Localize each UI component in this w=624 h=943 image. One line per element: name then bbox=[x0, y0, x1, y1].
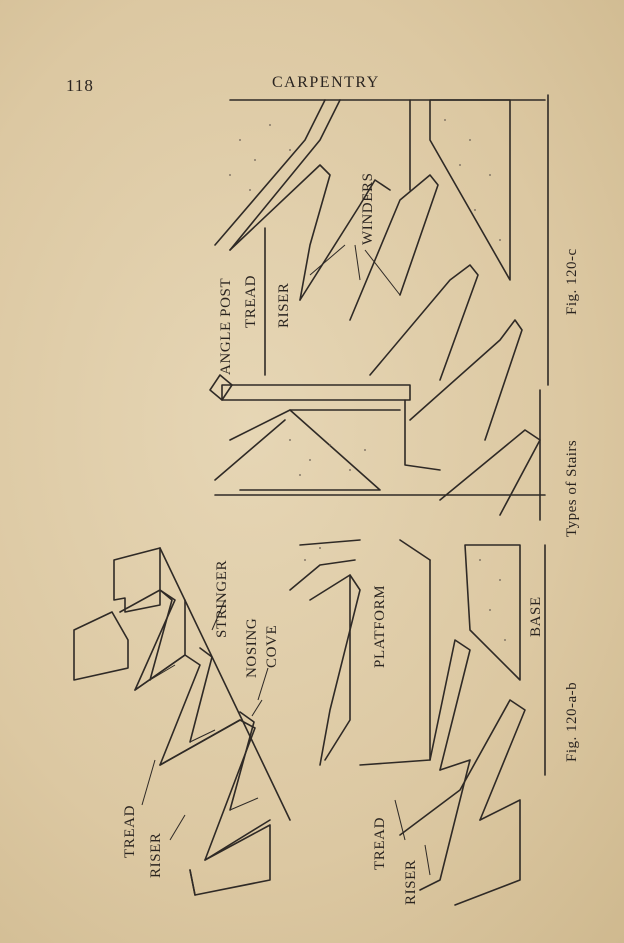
plaster-texture bbox=[229, 119, 506, 641]
label-c-winders: WINDERS bbox=[360, 172, 376, 245]
fig-120c-drawing bbox=[209, 94, 549, 521]
figure-title: Types of Stairs bbox=[564, 440, 580, 537]
label-b-riser: RISER bbox=[403, 859, 419, 905]
label-c-riser: RISER bbox=[276, 282, 292, 328]
page-number: 118 bbox=[66, 76, 94, 95]
label-a-stringer: STRINGER bbox=[214, 560, 230, 638]
fig-120b-drawing bbox=[289, 539, 546, 906]
caption-fig-120ab: Fig. 120-a-b bbox=[564, 682, 580, 762]
label-c-angle-post: ANGLE POST bbox=[218, 278, 234, 375]
caption-fig-120c: Fig. 120-c bbox=[564, 248, 580, 315]
label-b-platform: PLATFORM bbox=[372, 585, 388, 668]
label-a-riser: RISER bbox=[148, 832, 164, 878]
label-c-tread: TREAD bbox=[243, 275, 259, 328]
fig-120a-drawing bbox=[73, 547, 291, 896]
running-head: CARPENTRY bbox=[272, 74, 380, 91]
label-b-tread: TREAD bbox=[372, 817, 388, 870]
label-a-nosing: NOSING bbox=[244, 618, 260, 678]
label-a-cove: COVE bbox=[264, 625, 280, 668]
label-b-base: BASE bbox=[528, 596, 544, 637]
label-a-tread: TREAD bbox=[122, 805, 138, 858]
